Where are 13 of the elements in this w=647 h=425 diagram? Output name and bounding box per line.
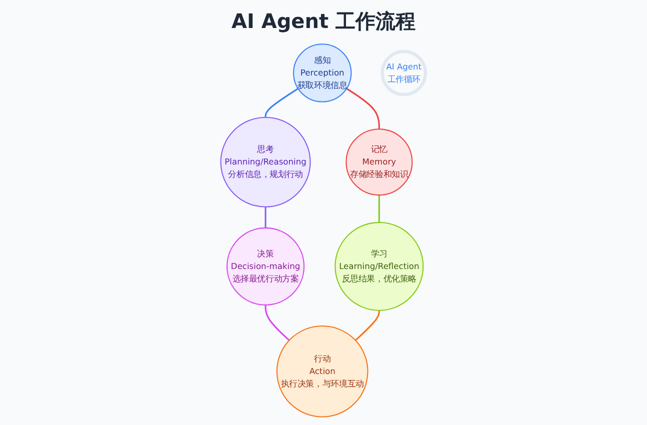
title: AI Agent 工作流程 bbox=[230, 8, 416, 35]
node-circle: 记忆 Memory 存储经验和知识 bbox=[346, 128, 414, 196]
connector bbox=[265, 88, 299, 118]
connector bbox=[265, 206, 267, 228]
node-circle: 学习 Learning/Reflection 反思结果，优化策略 bbox=[335, 222, 424, 311]
connector bbox=[378, 195, 380, 222]
node-circle: 行动 Action 执行决策，与环境互动 bbox=[276, 325, 369, 418]
node-circle: 决策 Decision-making 选择最优行动方案 bbox=[226, 227, 305, 306]
connector bbox=[346, 88, 380, 130]
connector bbox=[355, 310, 380, 341]
connector bbox=[265, 304, 290, 341]
node-circle: 思考 Planning/Reasoning 分析信息，规划行动 bbox=[220, 116, 312, 208]
node-circle: 感知 Perception 获取环境信息 bbox=[293, 44, 352, 102]
